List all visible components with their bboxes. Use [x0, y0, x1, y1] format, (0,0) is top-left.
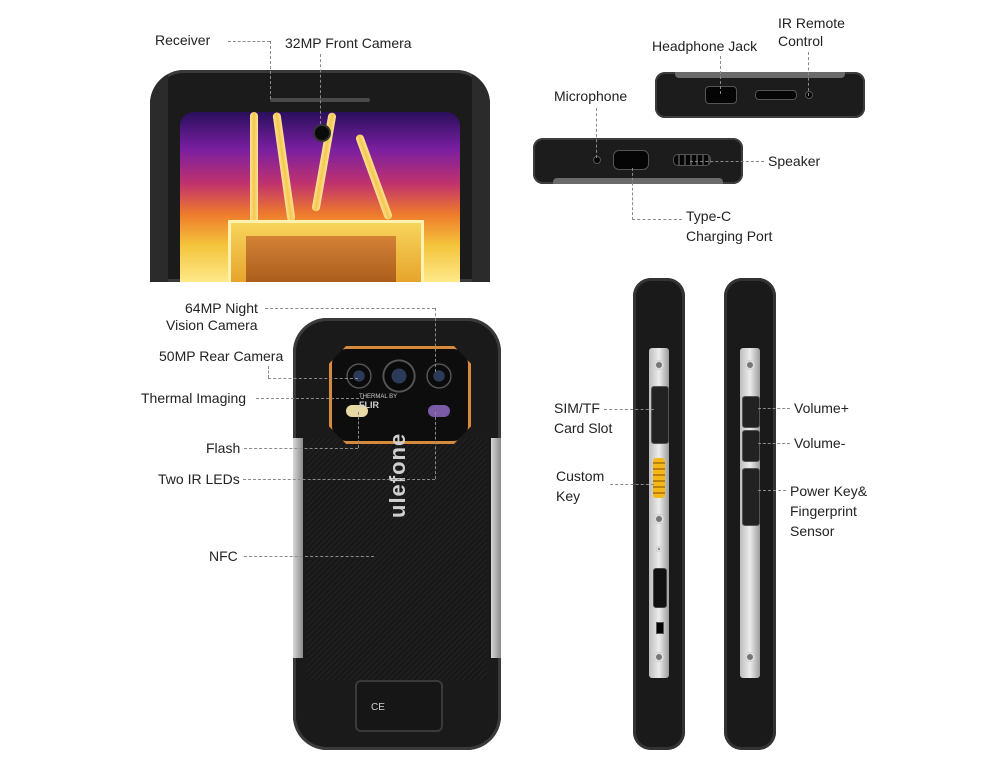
- side-rail: [491, 438, 501, 658]
- label-volume-down: Volume-: [794, 435, 846, 451]
- pogo-indicator: [656, 546, 662, 552]
- custom-key: [653, 458, 665, 498]
- leader-flash: [358, 412, 359, 448]
- flir-badge-text: FLIR: [359, 400, 379, 410]
- speaker-grille: [673, 154, 711, 166]
- label-ir-remote: IR Remote: [778, 15, 845, 31]
- leader-volume-up: [758, 408, 790, 409]
- pogo-pins: [653, 568, 667, 608]
- leader-rear-camera: [268, 378, 358, 379]
- leader-power-key: [758, 490, 786, 491]
- label-nfc: NFC: [209, 548, 238, 564]
- sim-tray: [651, 386, 669, 444]
- thermal-object-shadow: [246, 236, 396, 282]
- ir-blaster: [805, 91, 813, 99]
- label-front-camera: 32MP Front Camera: [285, 35, 412, 51]
- volume-up-key: [742, 396, 760, 428]
- leader-receiver: [270, 41, 271, 99]
- thermal-pipe: [250, 112, 258, 232]
- flir-badge: THERMAL BY FLIR: [359, 394, 397, 410]
- headphone-jack: [705, 86, 737, 104]
- screw: [654, 360, 664, 370]
- left-bumper: [150, 70, 168, 282]
- side-rail: [293, 438, 303, 658]
- volume-down-key: [742, 430, 760, 462]
- thermal-pipe: [354, 133, 394, 221]
- back-texture: [307, 438, 487, 680]
- flash-led: [346, 405, 368, 417]
- label-thermal: Thermal Imaging: [141, 390, 247, 406]
- label-receiver: Receiver: [155, 32, 211, 48]
- leader-volume-down: [758, 443, 790, 444]
- label-rear-camera: 50MP Rear Camera: [159, 348, 284, 364]
- screw: [745, 652, 755, 662]
- leader-custom-key: [610, 484, 654, 485]
- label-volume-up: Volume+: [794, 400, 849, 416]
- power-key: [742, 468, 760, 526]
- screw: [745, 360, 755, 370]
- leader-ir-leds: [243, 479, 435, 480]
- camera-module: [329, 346, 471, 444]
- leader-ir-leds: [435, 412, 436, 479]
- leader-receiver: [228, 41, 270, 42]
- label-headphone-jack: Headphone Jack: [652, 38, 758, 54]
- microphone-hole: [593, 156, 601, 164]
- screw: [654, 514, 664, 524]
- bottom-band: [553, 178, 723, 184]
- thermal-lens: [382, 359, 416, 393]
- leader-front-camera: [320, 54, 321, 124]
- front-camera-lens: [315, 126, 329, 140]
- top-band: [675, 72, 845, 78]
- lanyard-hole: [656, 622, 664, 634]
- back-phone-image: THERMAL BY FLIR ulefone CE: [293, 318, 501, 750]
- screw: [654, 652, 664, 662]
- leader-headphone: [720, 56, 721, 94]
- leader-speaker: [690, 161, 764, 162]
- right-bumper: [472, 70, 490, 282]
- brand-logo: ulefone: [385, 432, 410, 518]
- leader-sim: [604, 409, 654, 410]
- leader-night-camera: [435, 308, 436, 372]
- leader-thermal: [256, 398, 364, 399]
- label-sim: Card Slot: [554, 420, 613, 436]
- leader-nfc: [244, 556, 374, 557]
- ce-mark: CE: [371, 702, 385, 713]
- left-side-image: [633, 278, 685, 750]
- leader-night-camera: [265, 308, 435, 309]
- usb-c-port: [613, 150, 649, 170]
- label-night-camera: 64MP Night: [185, 300, 258, 316]
- right-side-image: [724, 278, 776, 750]
- label-type-c: Type-C: [686, 208, 732, 224]
- top-edge-image: [655, 72, 865, 118]
- thermal-pipe: [272, 112, 296, 223]
- label-power-key: Fingerprint: [790, 503, 857, 519]
- label-power-key: Sensor: [790, 523, 835, 539]
- label-sim: SIM/TF: [554, 400, 600, 416]
- leader-flash: [244, 448, 358, 449]
- cert-badge: [355, 680, 443, 732]
- ir-leds: [428, 405, 450, 417]
- leader-microphone: [596, 108, 597, 158]
- flir-badge-top: THERMAL BY: [359, 394, 398, 400]
- night-vision-lens: [426, 363, 452, 389]
- label-ir-leds: Two IR LEDs: [158, 471, 240, 487]
- thermal-screen: [180, 112, 460, 282]
- label-ir-remote: Control: [778, 33, 824, 49]
- label-power-key: Power Key&: [790, 483, 868, 499]
- label-night-camera: Vision Camera: [166, 317, 258, 333]
- label-flash: Flash: [206, 440, 241, 456]
- leader-type-c: [632, 219, 682, 220]
- label-type-c: Charging Port: [686, 228, 773, 244]
- label-microphone: Microphone: [554, 88, 628, 104]
- label-custom-key: Key: [556, 488, 581, 504]
- top-slot: [755, 90, 797, 100]
- rear-camera-lens: [346, 363, 372, 389]
- leader-ir-remote: [808, 52, 809, 96]
- leader-rear-camera: [268, 366, 269, 378]
- label-custom-key: Custom: [556, 468, 605, 484]
- label-speaker: Speaker: [768, 153, 821, 169]
- leader-type-c: [632, 168, 633, 220]
